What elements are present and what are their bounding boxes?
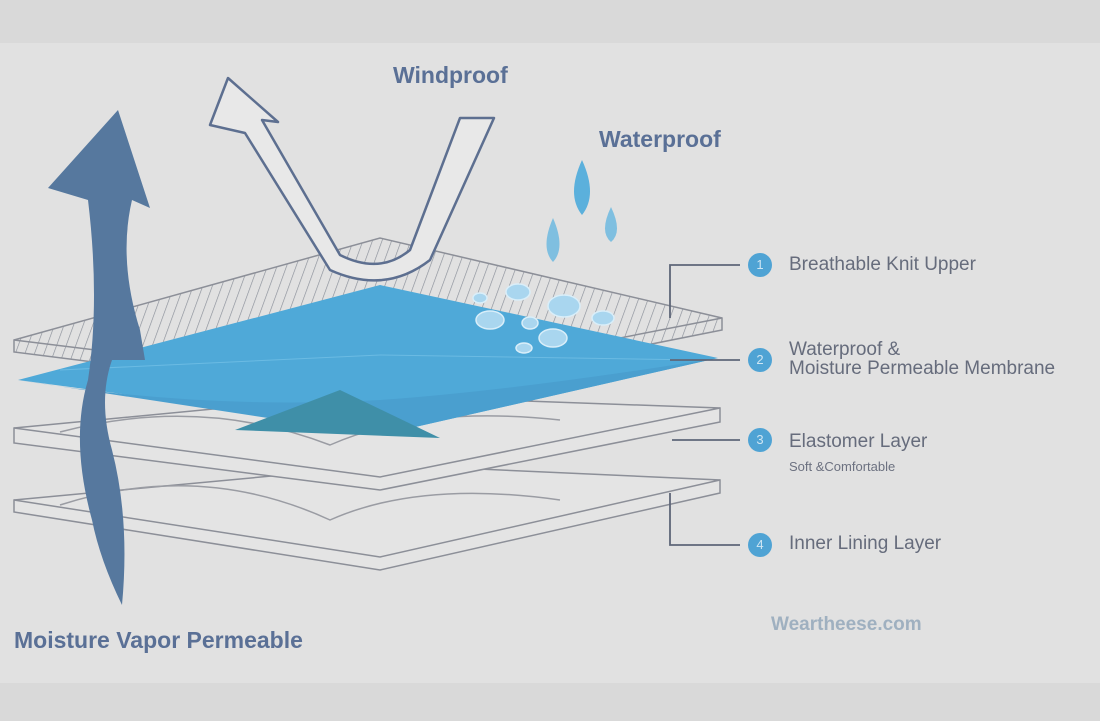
layer-badge-4: 4 bbox=[748, 533, 772, 557]
membrane-layer bbox=[18, 285, 718, 438]
layer-badge-2: 2 bbox=[748, 348, 772, 372]
windproof-arrow-icon bbox=[208, 76, 496, 282]
windproof-title: Windproof bbox=[393, 62, 508, 88]
layer-badge-3: 3 bbox=[748, 428, 772, 452]
water-drops-icon bbox=[546, 160, 617, 262]
watermark: Weartheese.com bbox=[771, 614, 922, 635]
elastomer-layer bbox=[13, 394, 721, 491]
water-bubbles bbox=[472, 283, 615, 354]
layer-label-2-line1: Waterproof & bbox=[789, 339, 901, 360]
layer-label-4: Inner Lining Layer bbox=[789, 533, 942, 554]
moisture-vapor-title: Moisture Vapor Permeable bbox=[14, 627, 303, 653]
layer-label-3: Elastomer Layer bbox=[789, 431, 928, 452]
layer-label-1: Breathable Knit Upper bbox=[789, 254, 976, 275]
layer-label-2-line2: Moisture Permeable Membrane bbox=[789, 358, 1056, 379]
layer-badge-1: 1 bbox=[748, 253, 772, 277]
waterproof-title: Waterproof bbox=[599, 126, 721, 152]
leader-lines bbox=[669, 264, 740, 546]
layer-sublabel-3: Soft &Comfortable bbox=[789, 459, 896, 474]
moisture-vapor-arrow-icon bbox=[48, 110, 150, 605]
layer-label-2: Waterproof & Moisture Permeable Membrane bbox=[789, 340, 1055, 378]
